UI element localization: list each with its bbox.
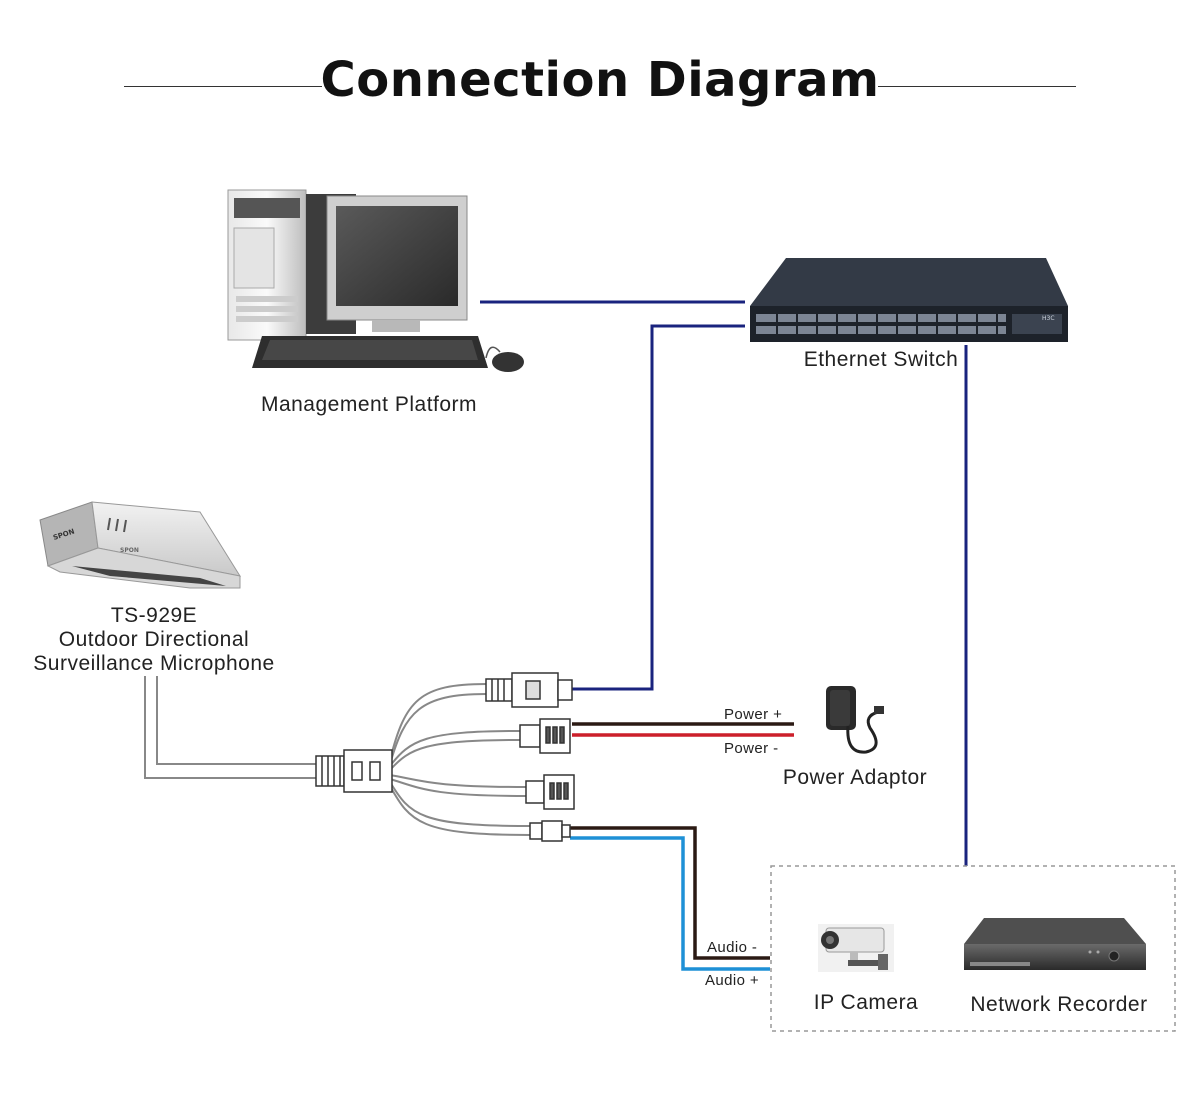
cable-mic-to-switch (572, 324, 745, 691)
audio-plus-wire (570, 836, 770, 971)
mic-desc-line1: Outdoor Directional (58, 628, 250, 651)
power-minus-label: Power - (724, 740, 779, 757)
ethernet-switch-icon: H3C (750, 258, 1068, 342)
power-plus-label: Power + (724, 706, 783, 723)
spare-connector (525, 774, 575, 810)
recorder-group-box (770, 865, 1176, 1032)
mic-cable (144, 676, 318, 779)
mic-model-label: TS-929E (110, 604, 198, 627)
power-connector (519, 718, 571, 754)
audio-plus-label: Audio + (705, 972, 760, 989)
fanout-cables (389, 683, 531, 836)
page-title: Connection Diagram (320, 52, 880, 108)
title-rule-left (124, 86, 322, 87)
mic-desc-line2: Surveillance Microphone (33, 652, 275, 675)
power-adaptor-label: Power Adaptor (782, 766, 928, 789)
rj45-connector (485, 672, 573, 708)
audio-connector (529, 820, 571, 842)
ethernet-switch-label: Ethernet Switch (803, 348, 959, 371)
network-recorder-label: Network Recorder (970, 993, 1148, 1016)
title-rule-right (878, 86, 1076, 87)
microphone-icon: SPON SPON (39, 501, 242, 589)
audio-wires (570, 826, 770, 971)
management-pc-icon (227, 189, 524, 372)
audio-minus-wire (570, 826, 770, 960)
mic-brand-side: SPON (120, 547, 139, 554)
ip-camera-label: IP Camera (813, 991, 919, 1014)
breakout-connector (315, 749, 393, 793)
power-wires (572, 722, 794, 737)
management-platform-label: Management Platform (260, 393, 478, 416)
switch-brand: H3C (1042, 315, 1055, 322)
network-cables (480, 300, 968, 866)
power-adaptor-icon (826, 686, 884, 754)
network-recorder-icon (964, 918, 1146, 970)
ip-camera-icon (818, 924, 894, 972)
audio-minus-label: Audio - (707, 939, 758, 956)
